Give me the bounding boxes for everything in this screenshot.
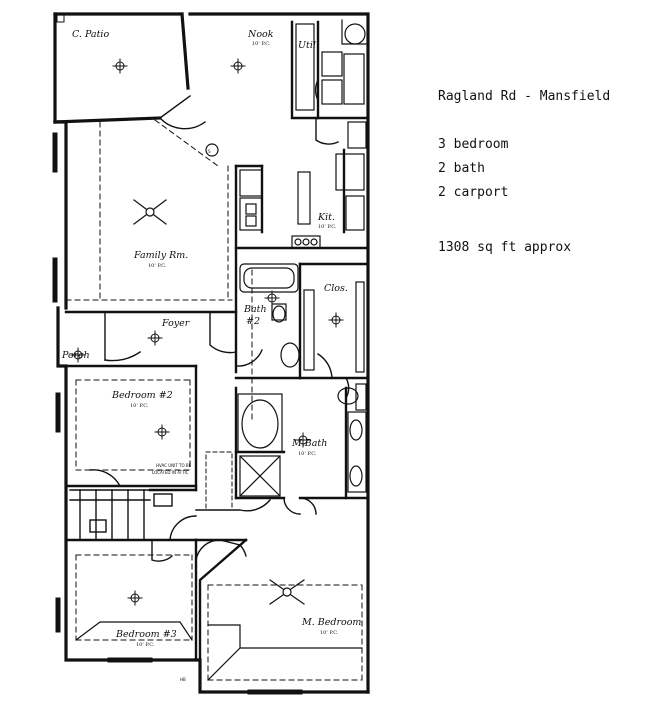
- listing-area: 1308 sq ft approx: [438, 240, 572, 255]
- hose-bib-label: HB: [180, 677, 186, 682]
- room-label-bath2-a: Bath: [243, 304, 267, 315]
- svg-text:S: S: [208, 149, 211, 154]
- hvac-box: [205, 451, 233, 511]
- room-label-bed2: Bedroom #2: [111, 390, 173, 401]
- room-sub-family: 10' P.C.: [148, 263, 167, 269]
- room-label-family: Family Rm.: [133, 250, 188, 261]
- room-sub-nook: 10' P.C.: [252, 41, 271, 47]
- light-fixtures: [70, 58, 344, 606]
- room-label-util: Util.: [298, 40, 319, 51]
- room-label-bed3: Bedroom #3: [115, 629, 177, 640]
- utility-fixtures: [295, 19, 369, 111]
- ceiling-fan-family: [133, 199, 167, 225]
- hvac-note-line2: LOCATED IN ATTIC: [152, 470, 189, 475]
- room-label-kit: Kit.: [317, 212, 335, 223]
- room-label-bath2-b: #2: [246, 316, 260, 327]
- room-label-patio: C. Patio: [72, 29, 109, 40]
- listing-carports: 2 carport: [438, 185, 509, 200]
- room-sub-kit: 10' P.C.: [318, 224, 337, 230]
- room-labels: C. Patio Nook 10' P.C. Util. Family Rm. …: [61, 29, 361, 682]
- corner-marker: [56, 14, 65, 23]
- ceiling-lines: [65, 119, 363, 681]
- smoke-detector-icon: S: [205, 143, 219, 157]
- room-label-clos: Clos.: [324, 283, 348, 294]
- listing-baths: 2 bath: [438, 161, 485, 176]
- room-sub-mbed: 10' P.C.: [320, 630, 339, 636]
- bedroom3-tray: [75, 621, 363, 681]
- room-label-nook: Nook: [247, 29, 274, 40]
- room-label-foyer: Foyer: [161, 318, 191, 329]
- room-sub-mbath: 10' P.C.: [298, 451, 317, 457]
- ceiling-fan-master: [269, 579, 305, 605]
- room-sub-bed3: 10' P.C.: [136, 642, 155, 648]
- room-label-mbed: M. Bedroom: [301, 617, 361, 628]
- kitchen-fixtures: [239, 121, 367, 249]
- room-label-porch: Porch: [61, 350, 90, 361]
- exterior-walls: [53, 12, 370, 694]
- listing-title: Ragland Rd - Mansfield: [438, 89, 611, 104]
- master-bath-fixtures: [237, 383, 367, 497]
- windows: [52, 132, 303, 695]
- closet-shelving: [69, 489, 173, 541]
- room-label-mbath: M.Bath: [291, 438, 327, 449]
- room-sub-bed2: 10' P.C.: [130, 403, 149, 409]
- doors: [89, 79, 350, 562]
- listing-bedrooms: 3 bedroom: [438, 137, 509, 152]
- bath2-fixtures: [239, 263, 300, 368]
- interior-walls: [64, 20, 370, 694]
- closet-shelf: [303, 281, 365, 373]
- hvac-note-line1: HVAC UNIT TO BE: [156, 463, 192, 468]
